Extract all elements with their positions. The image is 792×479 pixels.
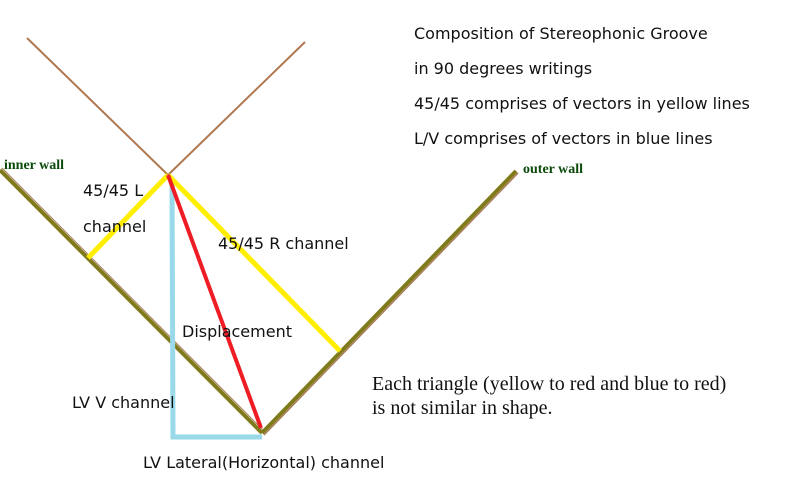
note-line: is not similar in shape. (372, 397, 553, 419)
stylus-right-line (167, 41, 306, 176)
displacement-label: Displacement (182, 322, 292, 341)
note-line: Each triangle (yellow to red and blue to… (372, 373, 727, 395)
inner-wall-edge (1, 167, 265, 432)
red-displacement-vector (166, 174, 263, 429)
title-line: Composition of Stereophonic Groove (414, 24, 708, 43)
outer-wall-label: outer wall (523, 162, 584, 177)
inner-wall-label: inner wall (4, 158, 65, 173)
note-block: Each triangle (yellow to red and blue to… (372, 372, 726, 420)
title-line: in 90 degrees writings (414, 59, 593, 78)
outer-wall-line (260, 169, 518, 435)
title-block: Composition of Stereophonic Groove in 90… (414, 16, 750, 156)
r-channel-label: 45/45 R channel (218, 234, 349, 253)
yellow-r-vector (166, 173, 342, 353)
l-channel-label: 45/45 L (83, 181, 144, 200)
l-channel-label-2: channel (83, 217, 147, 236)
lv-lateral-channel-label: LV Lateral(Horizontal) channel (143, 453, 385, 472)
lv-blue-vectors (169, 179, 262, 440)
yellow-l-vector (86, 173, 170, 260)
title-line: 45/45 comprises of vectors in yellow lin… (414, 94, 750, 113)
title-line: L/V comprises of vectors in blue lines (414, 129, 713, 148)
inner-wall-line (0, 168, 264, 435)
stylus-left-line (26, 37, 169, 176)
lv-v-channel-label: LV V channel (72, 393, 175, 412)
outer-wall-edge (263, 172, 519, 436)
